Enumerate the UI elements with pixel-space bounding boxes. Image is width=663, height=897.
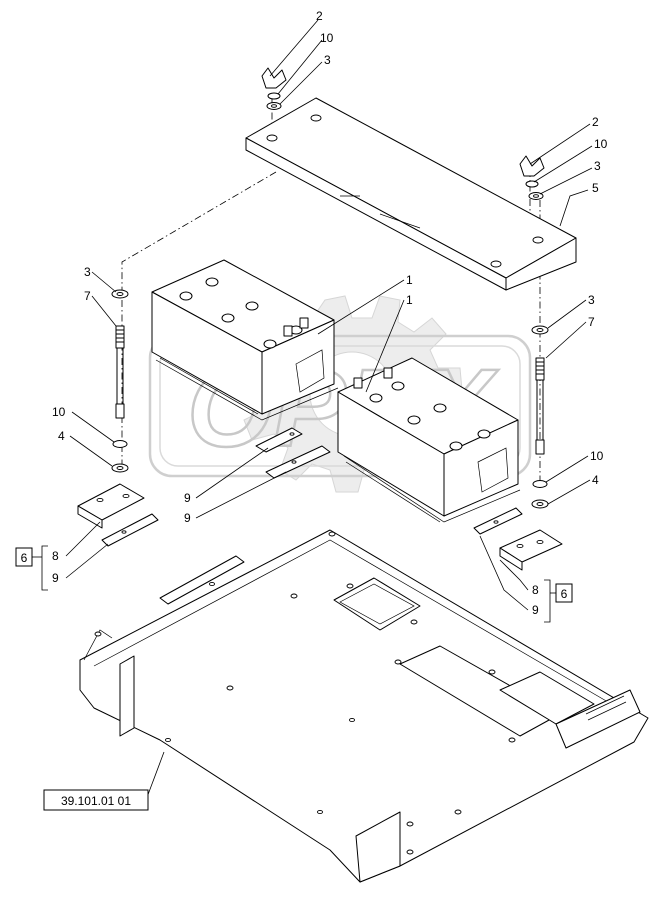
reference-link[interactable]: 39.101.01 01 [43,789,149,811]
battery-base-tray [79,529,649,883]
callout-hook-left: 9 [52,571,59,585]
bracket-left [77,483,145,529]
hook-clamp-left [101,513,159,547]
watermark-frame-inner [159,345,521,467]
battery-clamp-bar [245,97,577,291]
reference-label: 39.101.01 01 [61,794,131,808]
hook-clamp-middle-upper [255,427,303,453]
wing-nut-top-right [519,155,545,200]
kit-label-right: 6 [561,587,568,601]
callout-top-washer-right: 10 [594,137,608,151]
wing-nut-top-left [261,67,287,110]
callout-rod-flat-right: 3 [588,293,595,307]
kit-group-left: 6 [15,545,48,591]
callout-bracket-left: 8 [52,549,59,563]
battery-left [151,259,339,421]
callout-rod-washer-right: 10 [590,449,604,463]
callout-battery-left: 1 [406,273,413,287]
callout-rod-left: 7 [84,289,91,303]
callout-hook-right: 9 [532,603,539,617]
callout-rod-washer-left: 10 [52,405,66,419]
callout-top-nut-right: 2 [592,115,599,129]
watermark-frame [148,334,532,478]
callout-battery-right: 1 [406,293,413,307]
kit-group-right[interactable]: 6 [544,579,573,623]
hook-clamp-middle-lower [265,445,331,479]
callout-rod-flat-lower-right: 4 [592,473,599,487]
callout-clamp-bar: 5 [592,181,599,195]
callout-hook-b: 9 [184,511,191,525]
callout-labels: 2 10 3 2 10 3 5 3 7 10 4 1 1 3 7 10 4 9 … [52,9,608,617]
reference-box[interactable] [43,789,149,811]
rod-assembly-right [531,325,549,509]
callout-top-washer-left: 10 [320,31,334,45]
callout-hook-a: 9 [184,491,191,505]
kit-label-left: 6 [21,551,28,565]
callout-top-flat-right: 3 [594,159,601,173]
hook-clamp-right [473,507,523,535]
callout-rod-flat-lower-left: 4 [58,429,65,443]
bracket-right [499,529,563,571]
leader-lines [65,19,593,801]
rod-assembly-left [111,289,129,473]
callout-rod-right: 7 [588,315,595,329]
callout-top-flat-left: 3 [324,53,331,67]
callout-bracket-right: 8 [532,583,539,597]
callout-top-nut-left: 2 [316,9,323,23]
battery-right [337,357,521,523]
callout-rod-flat-left: 3 [84,265,91,279]
